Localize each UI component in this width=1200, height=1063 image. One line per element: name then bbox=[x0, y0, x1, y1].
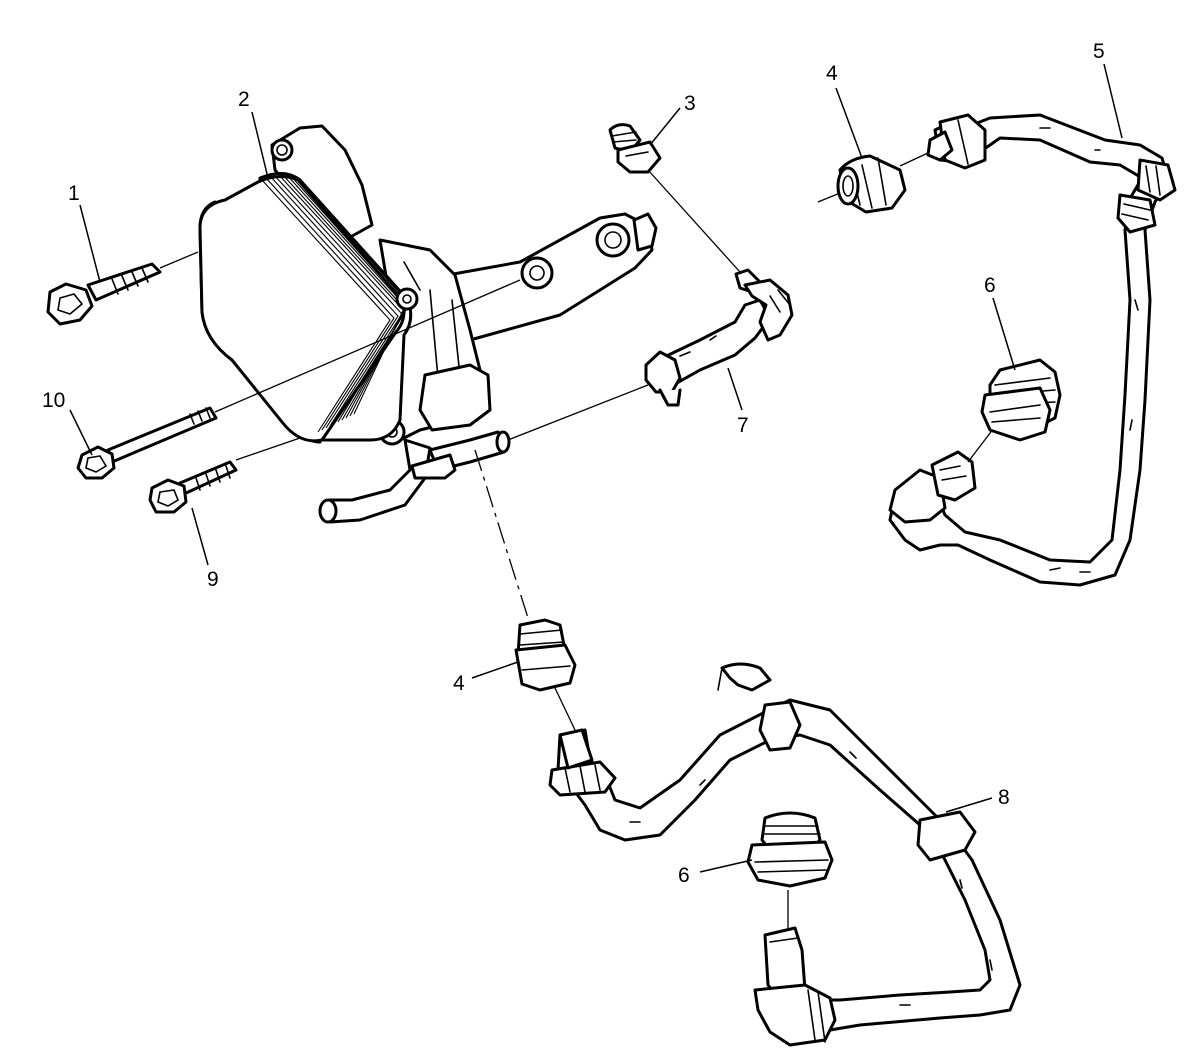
callout-leaders bbox=[69, 63, 1123, 873]
fitting-3 bbox=[608, 123, 741, 273]
bolt-9 bbox=[148, 437, 301, 514]
bolt-10 bbox=[76, 279, 521, 480]
fitting-6-lower bbox=[746, 811, 834, 888]
callout-9: 9 bbox=[207, 568, 219, 591]
callout-1: 1 bbox=[68, 182, 80, 205]
pipe-5 bbox=[888, 113, 1177, 587]
fitting-6-upper bbox=[980, 358, 1062, 442]
callout-7: 7 bbox=[737, 414, 749, 437]
callout-2: 2 bbox=[238, 88, 250, 111]
callout-3: 3 bbox=[684, 92, 696, 115]
oil-cooler bbox=[198, 172, 419, 444]
callout-5: 5 bbox=[1093, 40, 1105, 63]
callout-10: 10 bbox=[42, 389, 65, 412]
callout-4-upper: 4 bbox=[826, 62, 838, 85]
callout-8: 8 bbox=[998, 786, 1010, 809]
cooler-plate-fins bbox=[261, 173, 408, 433]
bolt-1 bbox=[46, 251, 199, 326]
callout-6-upper: 6 bbox=[984, 274, 996, 297]
pipe-8 bbox=[548, 662, 1022, 1047]
fitting-4-lower bbox=[474, 449, 577, 731]
callout-4-lower: 4 bbox=[453, 672, 465, 695]
callout-6-lower: 6 bbox=[678, 864, 690, 887]
oil-cooler-adapter-housing bbox=[270, 124, 658, 524]
callout-labels: 1 2 3 4 5 6 7 10 9 4 8 6 bbox=[42, 40, 1105, 887]
fitting-4-upper bbox=[817, 151, 931, 214]
hose-7 bbox=[507, 268, 794, 441]
